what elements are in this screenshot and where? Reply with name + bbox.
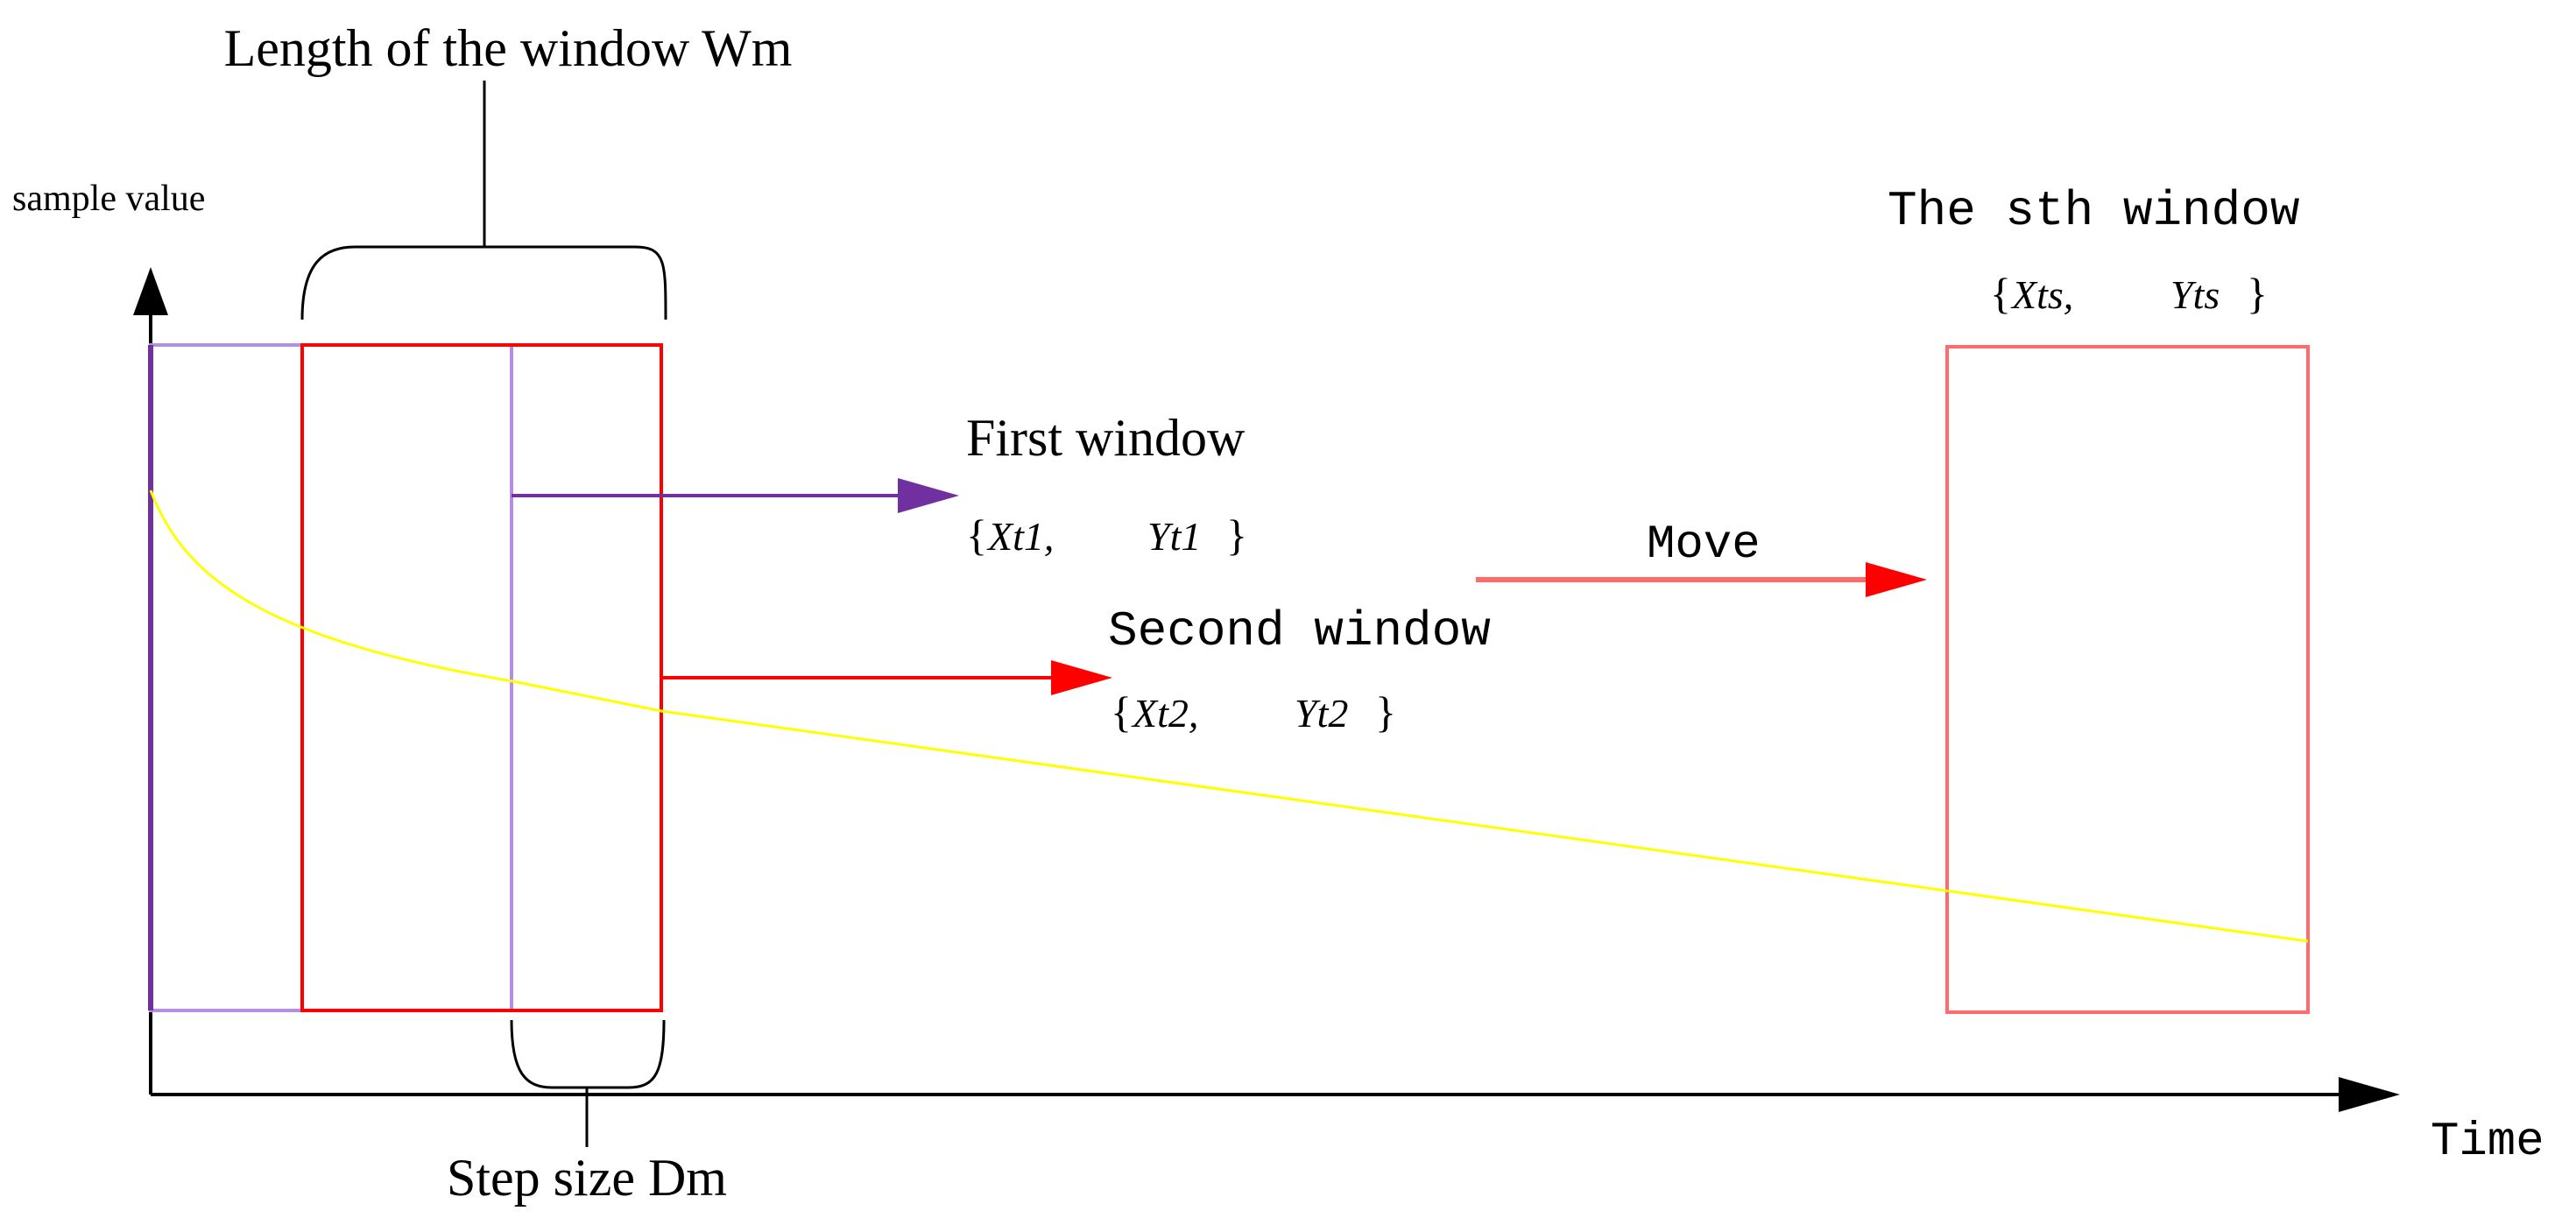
window-length-brace [300, 81, 667, 320]
y-axis-arrowhead [133, 267, 168, 315]
x-axis-label: Time [2431, 1116, 2544, 1169]
first-set-x: Xt1, [986, 514, 1054, 559]
sth-window-set: { Xts, Yts } [1990, 269, 2268, 318]
x-axis-arrowhead [2339, 1077, 2400, 1112]
second-window-box [300, 343, 663, 1012]
sample-value-curve [149, 489, 2309, 943]
first-set-close: } [1226, 510, 1247, 560]
x-axis [151, 1077, 2400, 1112]
sth-set-close: } [2247, 269, 2268, 318]
step-size-brace [510, 1019, 666, 1147]
sth-window-label: The sth window [1888, 183, 2300, 239]
step-size-label: Step size Dm [447, 1149, 727, 1207]
first-set-open: { [966, 510, 987, 560]
first-window-set: { Xt1, Yt1 } [966, 510, 1247, 560]
second-window-label: Second window [1108, 603, 1491, 659]
sth-set-y: Yts [2170, 272, 2220, 317]
sth-set-x: Xts, [2010, 272, 2073, 317]
sth-window-box [1945, 345, 2310, 1014]
first-window-box [149, 343, 513, 1012]
second-set-open: { [1111, 687, 1132, 736]
first-window-arrow [512, 478, 959, 513]
second-set-close: } [1375, 687, 1396, 736]
y-axis-label: sample value [12, 179, 205, 219]
sth-set-open: { [1990, 269, 2011, 318]
second-set-x: Xt2, [1131, 691, 1198, 736]
first-set-y: Yt1 [1147, 514, 1201, 559]
second-window-arrow [661, 660, 1112, 695]
move-arrow [1476, 562, 1927, 597]
move-label: Move [1647, 518, 1761, 572]
window-length-label: Length of the window Wm [224, 19, 793, 77]
first-window-label: First window [966, 409, 1246, 467]
second-set-y: Yt2 [1295, 691, 1348, 736]
second-window-set: { Xt2, Yt2 } [1111, 687, 1396, 736]
